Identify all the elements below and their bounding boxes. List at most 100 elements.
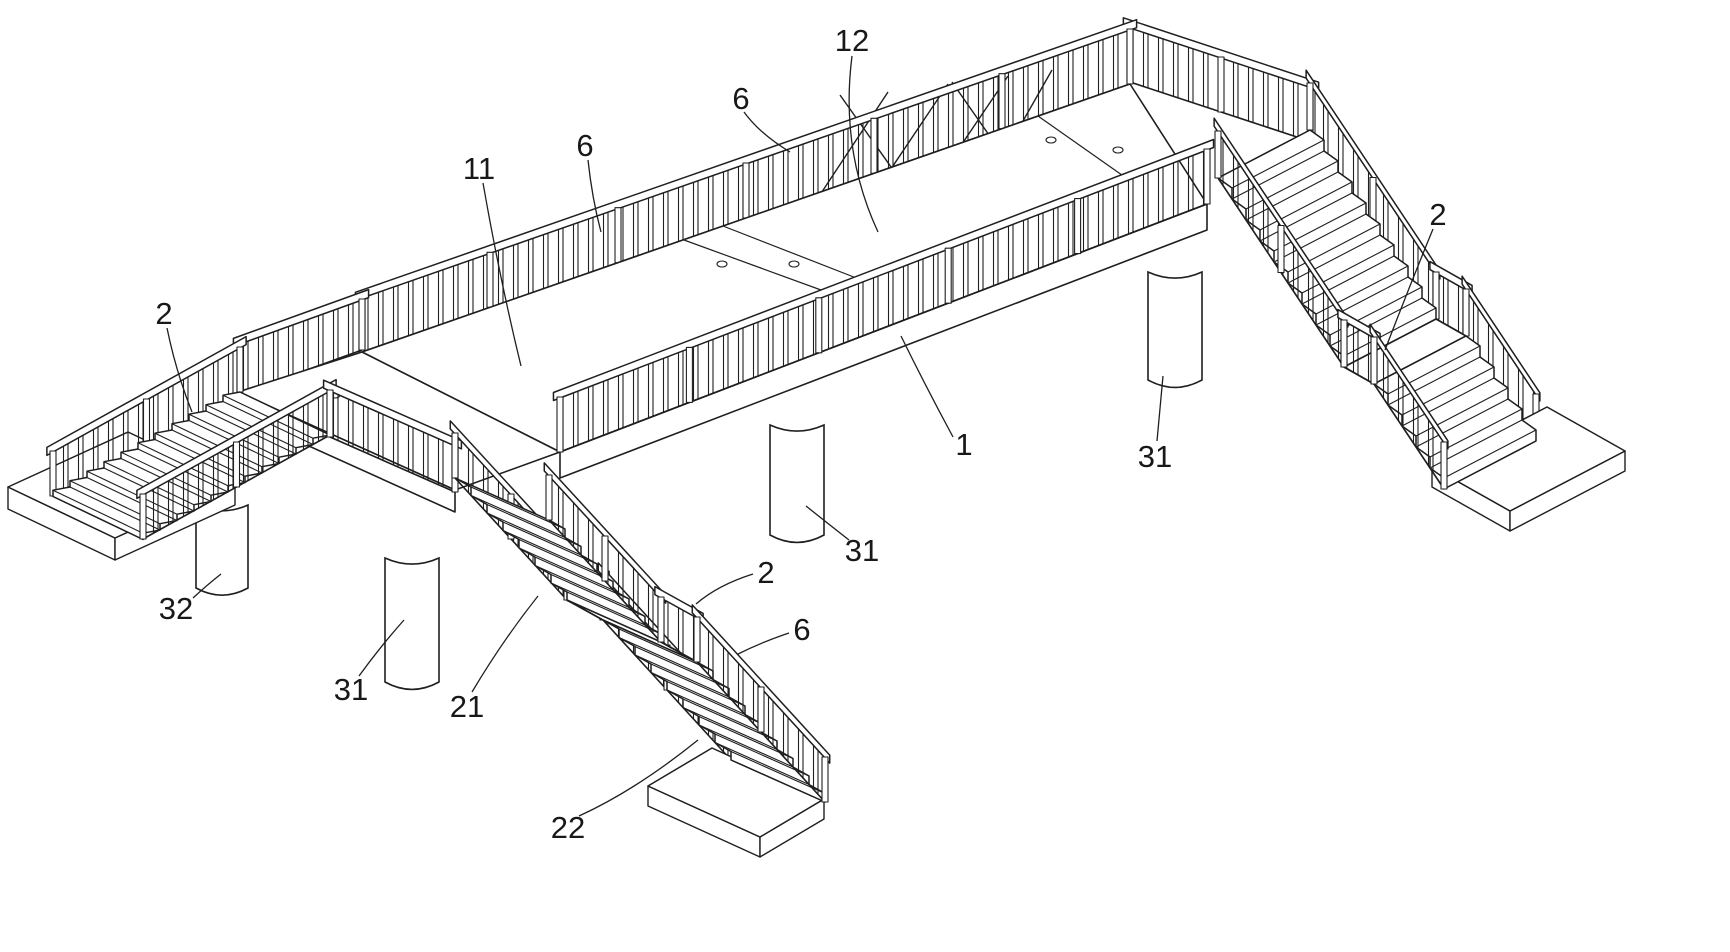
left-landing-near-railing xyxy=(322,379,463,493)
center-stair-upper-steps-tread-edge xyxy=(550,573,646,618)
left-stair-far-railing-post xyxy=(142,398,151,445)
center-stair-lower-steps-tread-edge xyxy=(698,724,794,768)
ref-label-deck-panel: 11 xyxy=(463,151,495,186)
ref-callout-column-middle: 31 xyxy=(805,505,879,568)
center-stair-lower-steps-tread-edge xyxy=(698,715,794,760)
right-stair-near-railing-lower-handrail xyxy=(1369,323,1449,450)
center-stair-lower-steps-tread-edge xyxy=(618,628,714,672)
center-stair-lower-steps-tread-edge xyxy=(682,698,778,742)
center-stair-lower-steps-tread-edge xyxy=(730,759,826,803)
center-stair-lower-steps-tread-edge xyxy=(618,636,714,681)
center-stair-near-railing-landing-post xyxy=(657,596,665,643)
ref-label-ramp-panel: 12 xyxy=(835,23,869,58)
near-railing-post xyxy=(556,396,564,453)
deck-seam xyxy=(1037,115,1130,181)
left-landing-near-railing-post xyxy=(326,389,334,438)
right-stair-near-railing-landing-post xyxy=(1340,319,1348,368)
deck-bolt xyxy=(1045,136,1057,144)
left-stair-near-railing xyxy=(136,378,337,540)
deck-bolt xyxy=(1112,146,1124,154)
ref-callout-railing-mid: 6 xyxy=(576,128,602,233)
ref-leader-handrail-right xyxy=(1384,228,1434,351)
near-railing-post xyxy=(1074,198,1082,255)
left-landing-near-railing-bottom-rail xyxy=(329,436,456,493)
far-railing-post xyxy=(742,162,750,219)
center-stair-upper-steps-tread-edge xyxy=(518,547,614,591)
ref-callout-upper-flight: 21 xyxy=(450,595,539,724)
ref-label-upper-flight: 21 xyxy=(450,689,484,724)
deck-seam xyxy=(722,225,865,282)
right-staircase-assembly xyxy=(1213,117,1626,532)
center-stair-lower-steps-tread-edge xyxy=(666,689,762,733)
near-railing-post xyxy=(685,346,693,403)
left-landing-far-railing-post xyxy=(358,298,366,351)
right-stair-near-railing-upper-post xyxy=(1214,130,1222,179)
center-stair-upper-steps-tread-edge xyxy=(454,477,550,521)
support-column-right xyxy=(1147,270,1203,389)
center-stair-lower-steps-tread-edge xyxy=(666,680,762,725)
ref-leader-column-middle xyxy=(805,505,850,541)
ref-leader-railing-top xyxy=(743,111,791,153)
right-stair-near-railing-lower-post xyxy=(1440,441,1448,490)
ref-leader-column-right xyxy=(1156,375,1164,442)
ref-callout-column-right: 31 xyxy=(1138,375,1172,474)
center-stair-near-railing xyxy=(543,462,831,803)
ref-callout-handrail-right: 2 xyxy=(1384,197,1447,351)
right-stair-far-railing-lower-post xyxy=(1462,288,1470,337)
ref-label-column-left: 31 xyxy=(334,672,368,707)
ref-label-handrail-center: 2 xyxy=(757,555,774,590)
ref-label-handrail-left: 2 xyxy=(155,296,172,331)
far-railing-post xyxy=(1126,28,1134,85)
near-railing-handrail xyxy=(552,138,1215,402)
center-stair-near-railing-upper-post xyxy=(601,535,609,582)
ref-leader-upper-flight xyxy=(471,595,539,693)
center-stair-upper-steps-tread-edge xyxy=(486,512,582,556)
ref-callout-railing-center: 6 xyxy=(737,612,811,655)
near-railing-bottom-rail xyxy=(559,203,1208,453)
center-stair-upper-steps-tread-edge xyxy=(550,582,646,626)
center-stair-lower-steps-tread-edge xyxy=(730,750,826,795)
right-stair-near-railing xyxy=(1213,117,1449,490)
center-stair-upper-steps-tread-edge xyxy=(486,503,582,548)
right-stair-far-railing-lower-handrail xyxy=(1461,275,1541,402)
ref-leader-deck-panel xyxy=(482,182,522,367)
center-stair-upper-steps-tread-edge xyxy=(534,564,630,609)
center-stair-near-railing-lower xyxy=(691,604,831,803)
deck-bolt xyxy=(788,260,800,268)
center-stair-upper-steps-tread-edge xyxy=(470,494,566,539)
right-stair-lower-steps-tread-edge xyxy=(1443,429,1537,479)
ref-leader-column-left xyxy=(358,619,405,677)
center-stair-lower-steps-tread-edge xyxy=(650,663,746,707)
right-stair-near-railing-landing-bottom-rail xyxy=(1343,366,1375,385)
support-columns xyxy=(195,270,1203,691)
support-column-left xyxy=(384,556,440,691)
far-structures xyxy=(232,17,1541,442)
center-stair-near-railing-upper-post xyxy=(545,474,553,521)
ref-label-column-middle: 31 xyxy=(845,533,879,568)
ref-leader-handrail-center xyxy=(695,573,754,605)
center-stair-near-railing-lower-handrail xyxy=(691,604,831,764)
ref-label-deck-body: 1 xyxy=(955,427,972,462)
center-stair-lower-steps xyxy=(602,619,826,803)
ref-callout-column-left: 31 xyxy=(334,619,405,707)
left-stair-steps-tread-edge xyxy=(52,489,144,534)
far-railing-post xyxy=(614,207,622,264)
center-stair-upper-steps-tread-edge xyxy=(518,538,614,583)
ref-label-handrail-right: 2 xyxy=(1429,197,1446,232)
left-stair-far-railing-handrail xyxy=(46,335,247,457)
near-railing-group xyxy=(552,138,1215,453)
left-stair-near-railing-post xyxy=(139,493,147,540)
center-stair-near-railing-lower-post xyxy=(757,686,765,733)
ref-callout-ramp-panel: 12 xyxy=(835,23,879,233)
right-stair-near-railing-lower xyxy=(1369,323,1449,490)
right-stair-near-railing-upper-post xyxy=(1277,224,1285,274)
center-stair-lower-steps-tread-edge xyxy=(714,733,810,777)
center-stair-lower-steps-tread-edge xyxy=(634,645,730,690)
left-stair-near-railing-post xyxy=(232,441,241,488)
ref-leader-ramp-panel xyxy=(848,55,879,233)
center-stair-near-railing-landing-bottom-rail xyxy=(660,641,698,663)
center-stair-far-railing-upper-post xyxy=(451,432,459,479)
